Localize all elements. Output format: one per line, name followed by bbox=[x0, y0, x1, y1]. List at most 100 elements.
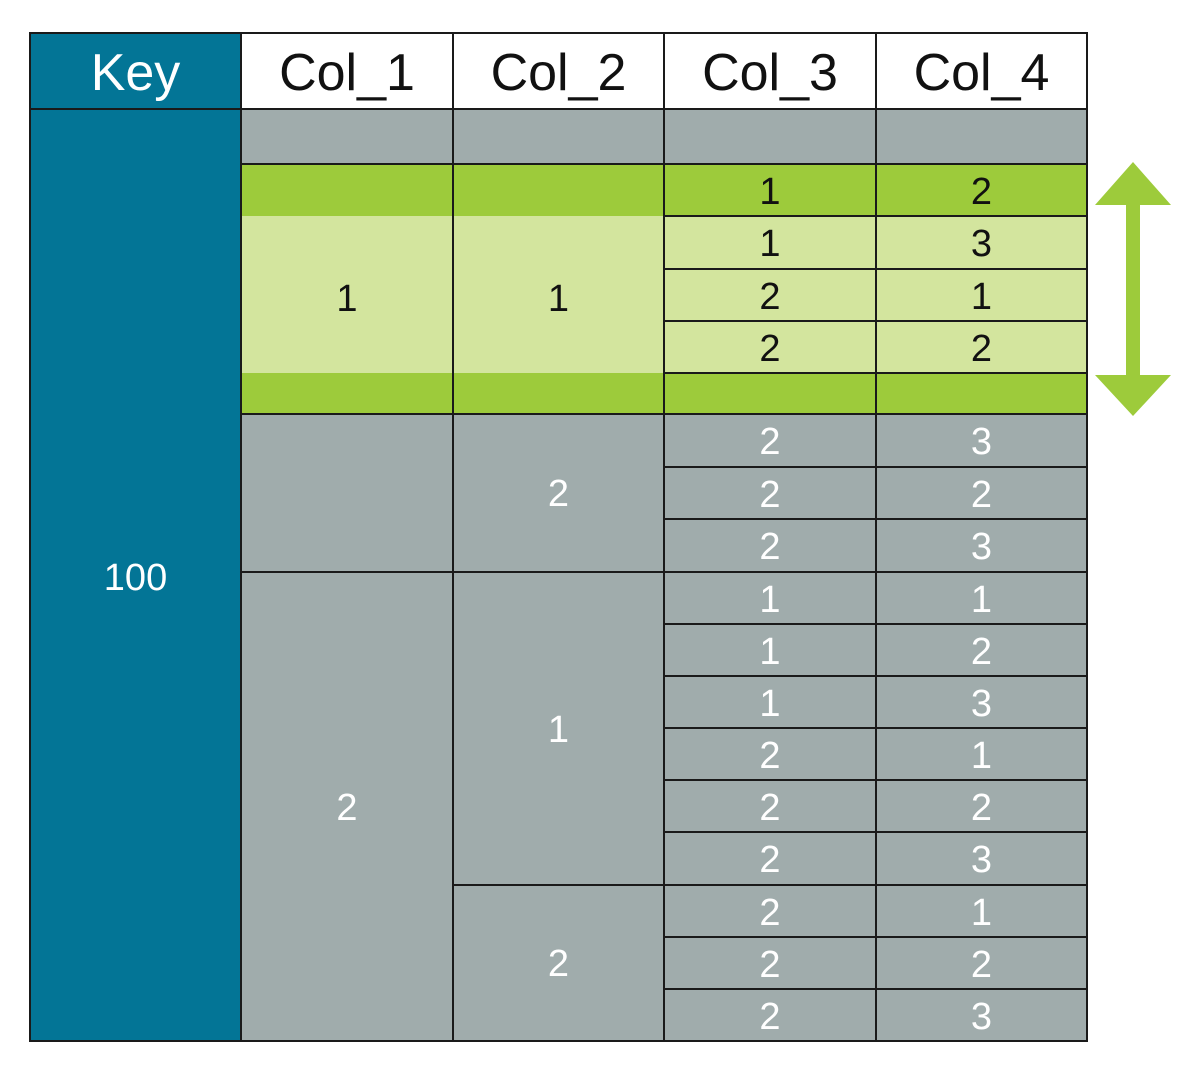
group-b-sub1-col2-value: 1 bbox=[548, 709, 569, 751]
arrow-down-head bbox=[1095, 375, 1171, 416]
col2-header-label: Col_2 bbox=[491, 44, 627, 102]
highlight-row-0-col3: 1 bbox=[759, 171, 780, 213]
key-header-label: Key bbox=[91, 44, 181, 102]
group-b-sub1-row-3: 2 1 bbox=[663, 727, 1088, 781]
highlight-col2-band-bottom bbox=[453, 373, 664, 414]
highlight-empty-row bbox=[663, 372, 1088, 415]
group-b-sub1-row-5-col3: 2 bbox=[759, 839, 780, 881]
highlight-col1-band-bottom bbox=[241, 373, 453, 414]
group-b-sub1-row-1-col4-cell bbox=[875, 623, 1088, 677]
arrow-shaft bbox=[1126, 203, 1140, 377]
group-b-sub1-row-1-col4: 2 bbox=[971, 631, 992, 673]
group-a-row-0: 2 3 bbox=[663, 413, 1088, 468]
group-b-sub1-row-4: 2 2 bbox=[663, 779, 1088, 833]
arrow-up-head bbox=[1095, 162, 1171, 205]
group-a-row-2-col4-cell bbox=[875, 518, 1088, 573]
group-a-col2-cell bbox=[452, 413, 665, 573]
group-a-row-2-col3: 2 bbox=[759, 526, 780, 568]
group-a-row-0-col4: 3 bbox=[971, 421, 992, 463]
highlight-row-1: 1 3 bbox=[663, 215, 1088, 270]
group-b-sub1-row-2-col4: 3 bbox=[971, 683, 992, 725]
col1-header-cell bbox=[240, 32, 454, 110]
col1-header-label: Col_1 bbox=[279, 44, 415, 102]
group-b-sub1-row-0-col3: 1 bbox=[759, 579, 780, 621]
group-a-row-1-col4-cell bbox=[875, 466, 1088, 520]
group-b-sub1-col2-cell bbox=[452, 571, 665, 886]
highlight-row-1-col3: 1 bbox=[759, 223, 780, 265]
highlight-row-0-col4-cell bbox=[875, 163, 1088, 217]
group-b-sub2-row-0-col4: 1 bbox=[971, 892, 992, 934]
double-vertical-arrow-icon bbox=[1095, 162, 1171, 416]
group-b-sub1-row-1-col3: 1 bbox=[759, 631, 780, 673]
group-b-sub2-row-1-col4-cell bbox=[875, 936, 1088, 990]
group-b-sub2-row-2: 2 3 bbox=[663, 988, 1088, 1042]
highlight-row-2: 2 1 bbox=[663, 268, 1088, 322]
highlight-row-3-col4-cell bbox=[875, 320, 1088, 374]
col4-header-label: Col_4 bbox=[914, 44, 1050, 102]
highlight-empty-col3 bbox=[663, 372, 877, 415]
group-b-sub2-row-1-col4: 2 bbox=[971, 944, 992, 986]
group-b-sub1-row-3-col4: 1 bbox=[971, 735, 992, 777]
key-header-cell bbox=[29, 32, 242, 110]
group-b-sub1-row-2-col3-cell bbox=[663, 675, 877, 729]
col3-header-label: Col_3 bbox=[702, 44, 838, 102]
col4-header-cell bbox=[875, 32, 1088, 110]
group-b-sub1-row-0-col4: 1 bbox=[971, 579, 992, 621]
group-b-sub2-row-0-col4-cell bbox=[875, 884, 1088, 938]
group-a-row-1-col3-cell bbox=[663, 466, 877, 520]
highlight-col1-value: 1 bbox=[336, 278, 357, 320]
group-b-sub1-row-4-col4: 2 bbox=[971, 787, 992, 829]
group-b-sub2-row-1: 2 2 bbox=[663, 936, 1088, 990]
group-b-sub2-row-1-col3: 2 bbox=[759, 944, 780, 986]
highlight-row-2-col3: 2 bbox=[759, 276, 780, 318]
group-b-sub2-row-2-col3: 2 bbox=[759, 996, 780, 1038]
group-b-col1-value: 2 bbox=[336, 787, 357, 829]
empty-row-col2 bbox=[452, 108, 665, 165]
highlight-group: 1 1 bbox=[240, 163, 665, 415]
group-a-row-2-col4: 3 bbox=[971, 526, 992, 568]
highlight-row-2-col4-cell bbox=[875, 268, 1088, 322]
group-b-sub1-row-0-col4-cell bbox=[875, 571, 1088, 625]
group-b-sub1-row-2-col3: 1 bbox=[759, 683, 780, 725]
highlight-row-3: 2 2 bbox=[663, 320, 1088, 374]
group-a-col1-cell bbox=[240, 413, 454, 573]
group-b-sub2-row-2-col3-cell bbox=[663, 988, 877, 1042]
highlight-col2-value: 1 bbox=[548, 278, 569, 320]
empty-row-col3 bbox=[663, 108, 877, 165]
group-b-sub2-col2-value: 2 bbox=[548, 943, 569, 985]
highlight-row-1-col4: 3 bbox=[971, 223, 992, 265]
highlight-row-3-col3: 2 bbox=[759, 328, 780, 370]
group-b-sub1-row-0: 1 1 bbox=[663, 571, 1088, 625]
highlight-empty-col4 bbox=[875, 372, 1088, 415]
group-b-sub2-row-0-col3: 2 bbox=[759, 892, 780, 934]
group-a-row-1-col3: 2 bbox=[759, 474, 780, 516]
group-a-row-2-col3-cell bbox=[663, 518, 877, 573]
group-b-sub1-row-4-col3: 2 bbox=[759, 787, 780, 829]
group-a-row-0-col3-cell bbox=[663, 413, 877, 468]
group-a-row-1: 2 2 bbox=[663, 466, 1088, 520]
group-a-row-0-col4-cell bbox=[875, 413, 1088, 468]
highlight-row-3-col4: 2 bbox=[971, 328, 992, 370]
highlight-row-1-col4-cell bbox=[875, 215, 1088, 270]
empty-row-col1 bbox=[240, 108, 454, 165]
key-value-cell bbox=[29, 108, 242, 1042]
group-b-sub1-row-1: 1 2 bbox=[663, 623, 1088, 677]
key-value: 100 bbox=[104, 557, 167, 599]
highlight-row-0-col4: 2 bbox=[971, 171, 992, 213]
highlight-row-0: 1 2 bbox=[663, 163, 1088, 217]
group-b-sub1-row-5-col4: 3 bbox=[971, 839, 992, 881]
group-b-sub2-row-2-col4-cell bbox=[875, 988, 1088, 1042]
group-a-row-0-col3: 2 bbox=[759, 421, 780, 463]
group-b-sub2-row-0: 2 1 bbox=[663, 884, 1088, 938]
group-b-sub1-row-1-col3-cell bbox=[663, 623, 877, 677]
highlight-col2-band-top bbox=[453, 164, 664, 216]
group-b-sub1-row-0-col3-cell bbox=[663, 571, 877, 625]
group-b-sub1-row-5-col3-cell bbox=[663, 831, 877, 886]
group-b-sub2-row-2-col4: 3 bbox=[971, 996, 992, 1038]
group-b-sub1-row-4-col4-cell bbox=[875, 779, 1088, 833]
group-b-sub1-row-5: 2 3 bbox=[663, 831, 1088, 886]
group-b-sub1-row-2: 1 3 bbox=[663, 675, 1088, 729]
group-a-row-1-col4: 2 bbox=[971, 474, 992, 516]
group-a-row-2: 2 3 bbox=[663, 518, 1088, 573]
